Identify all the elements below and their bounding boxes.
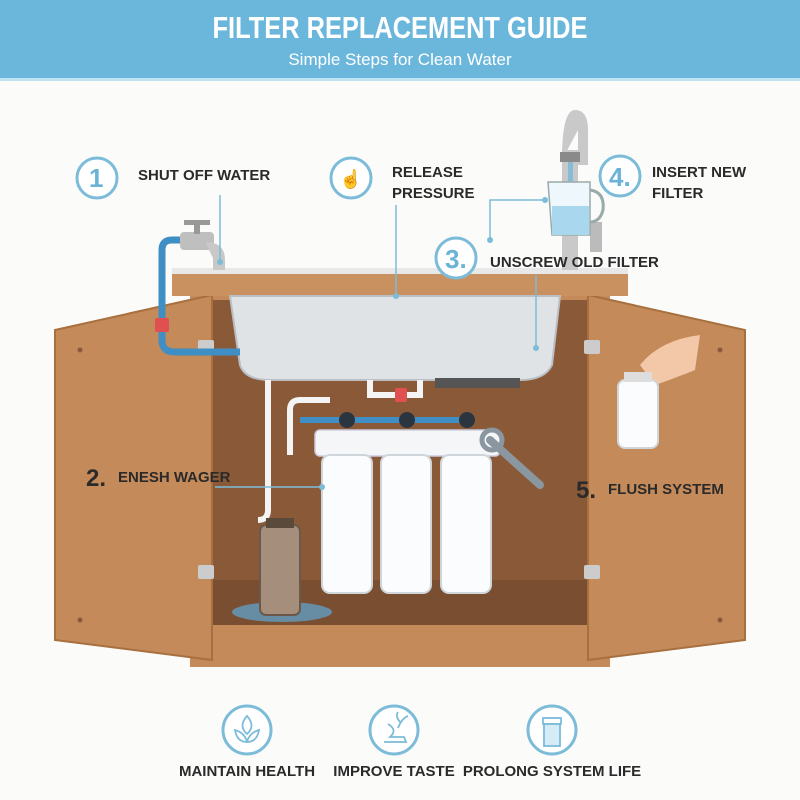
page-title: FILTER REPLACEMENT GUIDE bbox=[213, 11, 588, 46]
leader-lines bbox=[215, 195, 548, 490]
step-release-pressure: ☝ RELEASE PRESSURE bbox=[329, 156, 475, 202]
step-release-label-2: PRESSURE bbox=[392, 185, 475, 202]
benefit-maintain-health: MAINTAIN HEALTH bbox=[179, 704, 315, 780]
hand-holding-filter bbox=[617, 335, 700, 449]
leaf-icon bbox=[233, 714, 261, 743]
step-2-label: ENESH WAGER bbox=[118, 469, 231, 486]
benefit-label: MAINTAIN HEALTH bbox=[179, 763, 315, 780]
step-release-label-1: RELEASE bbox=[392, 164, 463, 181]
step-3-number: 3. bbox=[445, 244, 467, 274]
water-pitcher bbox=[547, 181, 605, 236]
step-4-label-1: INSERT NEW bbox=[652, 164, 747, 181]
step-5: 5. FLUSH SYSTEM bbox=[576, 477, 724, 504]
benefit-label: PROLONG SYSTEM LIFE bbox=[463, 763, 641, 780]
filter-system bbox=[314, 412, 544, 594]
filter-cartridge-icon bbox=[542, 717, 562, 747]
step-1-number: 1 bbox=[89, 163, 103, 193]
hand-valve-icon bbox=[75, 156, 119, 200]
step-1: 1 SHUT OFF WATER bbox=[75, 156, 270, 200]
old-filter bbox=[232, 518, 332, 622]
benefit-prolong-system-life: PROLONG SYSTEM LIFE bbox=[463, 704, 641, 780]
header-banner: FILTER REPLACEMENT GUIDE Simple Steps fo… bbox=[0, 0, 800, 81]
sprout-icon bbox=[384, 711, 409, 743]
page-subtitle: Simple Steps for Clean Water bbox=[288, 50, 512, 69]
hand-press-icon: ☝ bbox=[340, 168, 362, 190]
step-4-label-2: FILTER bbox=[652, 185, 704, 202]
step-3: 3. UNSCREW OLD FILTER bbox=[434, 236, 659, 280]
step-3-label: UNSCREW OLD FILTER bbox=[490, 254, 659, 271]
step-5-label: FLUSH SYSTEM bbox=[608, 481, 724, 498]
step-2: 2. ENESH WAGER bbox=[86, 465, 231, 492]
benefit-improve-taste: IMPROVE TASTE bbox=[333, 704, 455, 780]
step-2-number: 2. bbox=[86, 465, 106, 492]
step-4: 4. INSERT NEW FILTER bbox=[598, 154, 747, 202]
sink-basin bbox=[228, 295, 562, 381]
step-5-number: 5. bbox=[576, 477, 596, 504]
step-4-number: 4. bbox=[609, 162, 631, 192]
benefit-label: IMPROVE TASTE bbox=[333, 763, 454, 780]
step-1-label: SHUT OFF WATER bbox=[138, 167, 270, 184]
countertop bbox=[172, 272, 628, 296]
